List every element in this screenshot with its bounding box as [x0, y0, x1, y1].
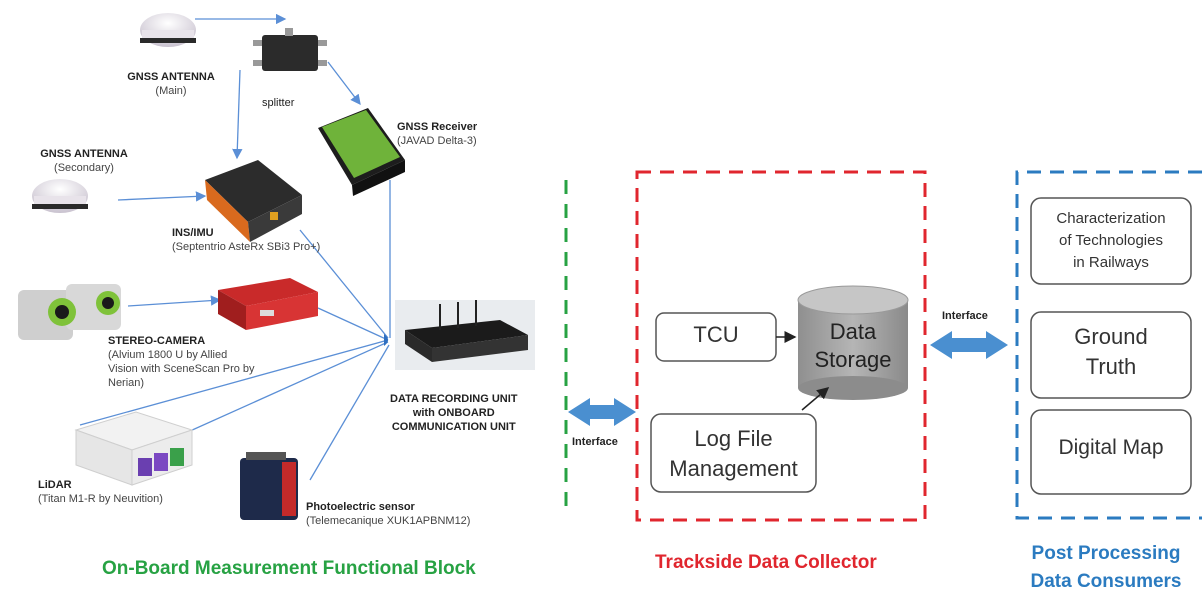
characterization-line-3: in Railways: [1073, 254, 1149, 271]
interface-arrow-right: [930, 331, 1008, 359]
characterization-label: Characterization of Technologies in Rail…: [1031, 208, 1191, 274]
tcu-label: TCU: [693, 322, 739, 347]
splitter-device: [253, 28, 327, 71]
ins-imu-title: INS/IMU: [172, 227, 214, 239]
ground-truth-line-1: Ground: [1074, 324, 1148, 349]
data-storage-label: Data Storage: [798, 318, 908, 374]
gnss-main-label: GNSS ANTENNA (Main): [123, 70, 219, 98]
post-processing-frame: [1015, 170, 1202, 520]
data-storage-line-2: Storage: [814, 347, 892, 372]
onboard-title: On-Board Measurement Functional Block: [102, 558, 476, 579]
gnss-receiver-sub: (JAVAD Delta-3): [397, 135, 477, 147]
stereo-camera-sub-2: Vision with SceneScan Pro by: [108, 363, 255, 375]
ins-imu-sub: (Septentrio AsteRx SBi3 Pro+): [172, 241, 321, 253]
photo-sensor-label: Photoelectric sensor (Telemecanique XUK1…: [306, 500, 470, 528]
log-box: [650, 413, 817, 493]
interface-label-left: Interface: [572, 436, 618, 448]
interface-label-right: Interface: [942, 310, 988, 322]
gnss-receiver-device: [318, 108, 405, 196]
data-storage-line-1: Data: [829, 319, 877, 344]
digital-map-label: Digital Map: [1058, 436, 1164, 459]
data-recording-unit-device: [395, 300, 535, 370]
gnss-main-sub: (Main): [155, 85, 187, 97]
ground-truth-line-2: Truth: [1085, 354, 1137, 379]
stereo-camera-sub-3: Nerian): [108, 377, 145, 389]
characterization-line-1: Characterization: [1056, 210, 1166, 227]
lidar-device: [74, 411, 194, 486]
post-title-line-1: Post Processing: [1031, 543, 1181, 564]
trackside-frame: [635, 170, 927, 522]
gnss-secondary-antenna: [32, 179, 88, 213]
recording-unit-line-1: DATA RECORDING UNIT: [390, 393, 518, 405]
lidar-label: LiDAR (Titan M1-R by Neuvition): [38, 478, 163, 506]
log-file-line-2: Management: [669, 456, 798, 481]
hub-dot: [384, 334, 388, 346]
stereo-camera-sub-1: (Alvium 1800 U by Allied: [108, 349, 228, 361]
ins-imu-label: INS/IMU (Septentrio AsteRx SBi3 Pro+): [172, 226, 320, 254]
recording-unit-line-3: COMMUNICATION UNIT: [391, 421, 516, 433]
gnss-main-title: GNSS ANTENNA: [127, 71, 215, 83]
log-file-line-1: Log File: [694, 426, 773, 451]
photo-sensor-sub: (Telemecanique XUK1APBNM12): [306, 515, 471, 527]
ground-truth-label: Ground Truth: [1031, 322, 1191, 382]
post-title-line-2: Data Consumers: [1030, 571, 1182, 592]
digital-map-box: [1030, 409, 1192, 495]
lidar-title: LiDAR: [38, 479, 72, 491]
trackside-title: Trackside Data Collector: [655, 552, 877, 573]
gnss-secondary-sub: (Secondary): [54, 162, 114, 174]
characterization-box: [1030, 197, 1192, 285]
characterization-line-2: of Technologies: [1059, 232, 1163, 249]
recording-unit-label: DATA RECORDING UNIT with ONBOARD COMMUNI…: [390, 392, 518, 434]
recording-unit-line-2: with ONBOARD: [412, 407, 495, 419]
gnss-secondary-label: GNSS ANTENNA (Secondary): [36, 147, 132, 175]
ins-imu-device: [205, 160, 302, 242]
gnss-receiver-label: GNSS Receiver (JAVAD Delta-3): [397, 120, 477, 148]
scenescan-device: [218, 278, 318, 330]
gnss-receiver-title: GNSS Receiver: [397, 121, 478, 133]
splitter-label: splitter: [262, 97, 295, 109]
gnss-secondary-title: GNSS ANTENNA: [40, 148, 128, 160]
gnss-main-antenna: [140, 13, 196, 47]
photo-sensor-title: Photoelectric sensor: [306, 501, 415, 513]
data-storage-cylinder: [797, 285, 909, 400]
lidar-sub: (Titan M1-R by Neuvition): [38, 493, 163, 505]
stereo-camera-label: STEREO-CAMERA (Alvium 1800 U by Allied V…: [108, 334, 255, 390]
post-title: Post Processing Data Consumers: [1010, 540, 1202, 596]
stereo-camera-title: STEREO-CAMERA: [108, 335, 206, 347]
stereo-camera-device: [18, 284, 121, 340]
connection-lines: [79, 13, 391, 481]
interface-arrow-left: [568, 398, 636, 426]
photoelectric-sensor-device: [240, 452, 298, 520]
ground-truth-box: [1030, 311, 1192, 399]
log-file-label: Log File Management: [651, 424, 816, 484]
